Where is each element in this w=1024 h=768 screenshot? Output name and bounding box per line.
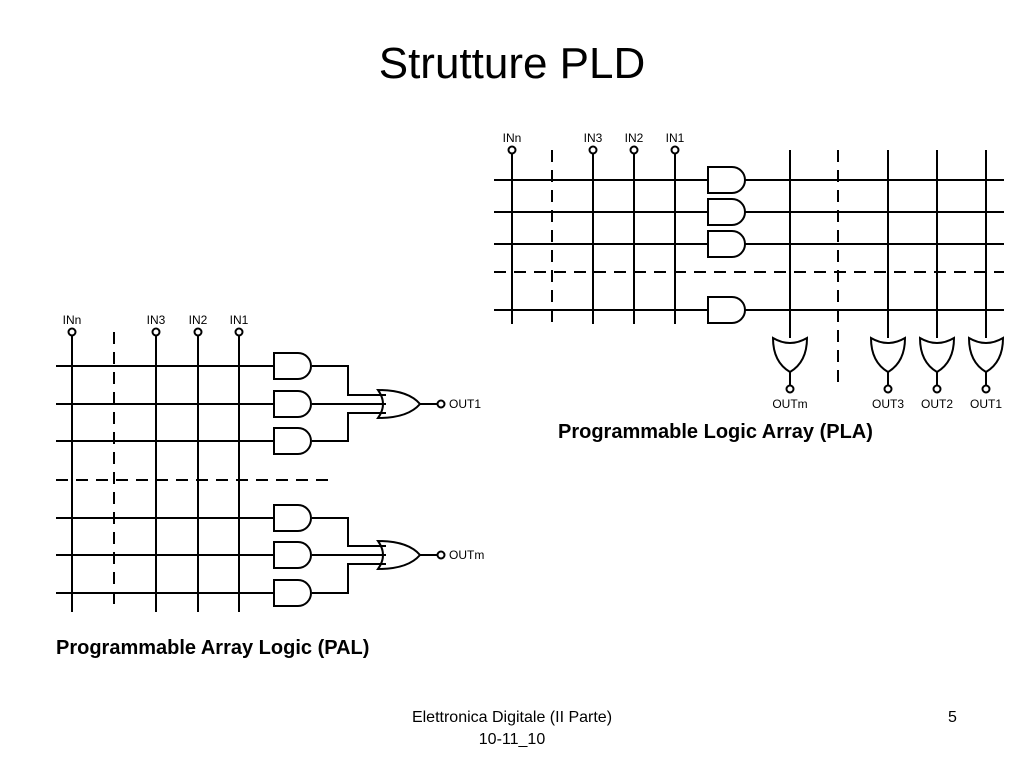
footer-course-title: Elettronica Digitale (II Parte) [411, 709, 613, 726]
pla-input-terminal [670, 145, 680, 155]
pla-output-terminal [932, 384, 942, 394]
footer-date-code: 10-11_10 [478, 731, 546, 748]
or-gate-icon [376, 539, 422, 571]
footer: Elettronica Digitale (II Parte) 10-11_10 [362, 707, 662, 751]
pla-output-terminal [883, 384, 893, 394]
pal-output-label: OUT1 [449, 397, 481, 411]
pla-output-label: OUT1 [970, 397, 1002, 411]
pal-caption: Programmable Array Logic (PAL) [56, 637, 370, 659]
and-gate-icon [707, 198, 746, 226]
pal-and-or-wire [312, 517, 386, 547]
pal-input-terminal [234, 327, 244, 337]
slide-title: Strutture PLD [378, 39, 646, 88]
or-gate-icon [376, 388, 422, 420]
pla-caption: Programmable Logic Array (PLA) [558, 421, 873, 443]
and-gate-icon [707, 230, 746, 258]
pal-input-terminal [151, 327, 161, 337]
pla-input-label: IN3 [584, 131, 603, 145]
pal-and-or-wire [312, 412, 386, 442]
or-gate-icon [967, 336, 1005, 374]
pal-and-or-wire [312, 563, 386, 594]
pla-output-label: OUT3 [872, 397, 904, 411]
or-gate-icon [918, 336, 956, 374]
pal-input-label: IN1 [230, 313, 249, 327]
and-gate-icon [273, 579, 312, 607]
pal-and-or-wire [312, 365, 386, 396]
or-gate-icon [869, 336, 907, 374]
pal-input-terminal [193, 327, 203, 337]
pla-input-terminal [507, 145, 517, 155]
and-gate-icon [273, 390, 312, 418]
pla-input-label: INn [503, 131, 522, 145]
pla-input-terminal [588, 145, 598, 155]
or-gate-icon [771, 336, 809, 374]
pla-output-label: OUTm [772, 397, 807, 411]
pal-output-terminal [436, 550, 446, 560]
and-gate-icon [273, 427, 312, 455]
pal-input-label: IN3 [147, 313, 166, 327]
pla-input-label: IN1 [666, 131, 685, 145]
pla-input-label: IN2 [625, 131, 644, 145]
pal-output-terminal [436, 399, 446, 409]
and-gate-icon [707, 166, 746, 194]
pal-input-label: IN2 [189, 313, 208, 327]
pla-output-terminal [981, 384, 991, 394]
pal-output-label: OUTm [449, 548, 484, 562]
and-gate-icon [273, 352, 312, 380]
and-gate-icon [273, 541, 312, 569]
pal-input-terminal [67, 327, 77, 337]
and-gate-icon [273, 504, 312, 532]
pla-output-label: OUT2 [921, 397, 953, 411]
and-gate-icon [707, 296, 746, 324]
pla-input-terminal [629, 145, 639, 155]
pal-input-label: INn [63, 313, 82, 327]
pla-output-terminal [785, 384, 795, 394]
page-number: 5 [948, 709, 957, 726]
